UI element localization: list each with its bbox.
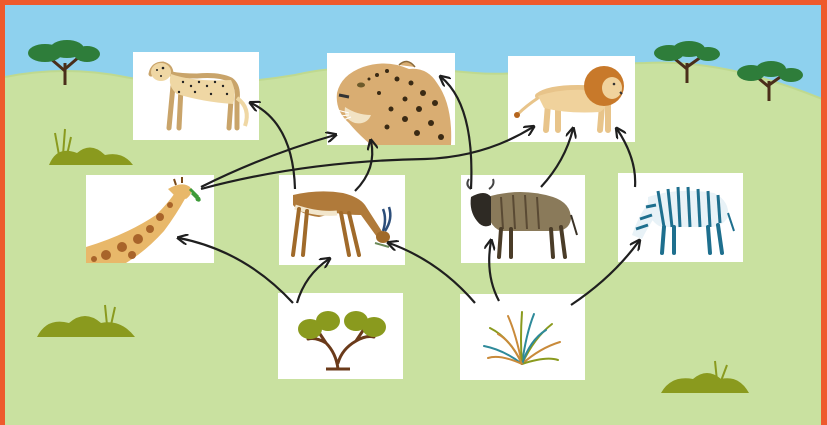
grass-card [460, 294, 585, 380]
gazelle-card [279, 175, 405, 265]
acacia-tree-card [278, 293, 403, 379]
giraffe-icon [86, 175, 214, 263]
leopard-card [327, 53, 455, 145]
gazelle-icon [279, 175, 405, 265]
cheetah-card [133, 52, 259, 140]
leopard-icon [327, 53, 455, 145]
zebra-icon [618, 173, 743, 262]
acacia-tree-icon [278, 293, 403, 379]
zebra-card [618, 173, 743, 262]
lion-card [508, 56, 635, 142]
grass-icon [460, 294, 585, 380]
giraffe-card [86, 175, 214, 263]
wildebeest-card [461, 175, 585, 263]
lion-icon [508, 56, 635, 142]
cheetah-icon [133, 52, 259, 140]
wildebeest-icon [461, 175, 585, 263]
